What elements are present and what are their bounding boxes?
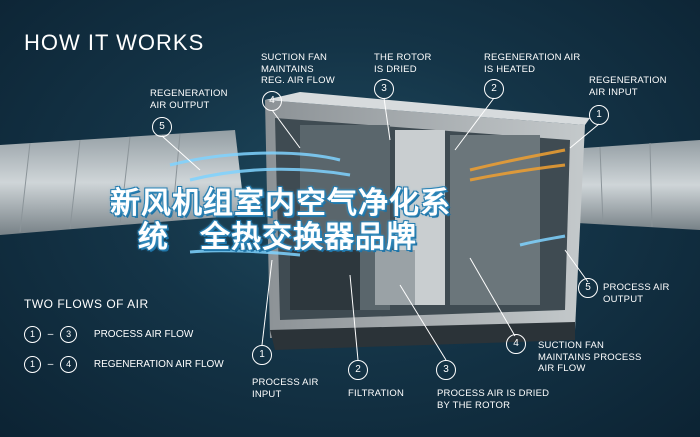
legend-from-circle: 1 — [24, 326, 41, 343]
callout-number-suction-fan-reg: 4 — [262, 91, 282, 111]
page-title: HOW IT WORKS — [24, 30, 205, 55]
legend-dash: – — [47, 359, 54, 370]
callout-number-process-air-dried: 3 — [436, 360, 456, 380]
callout-label-reg-air-output: REGENERATION AIR OUTPUT — [150, 88, 228, 111]
legend-row-process: 1 – 3 PROCESS AIR FLOW — [24, 326, 193, 343]
overlay-title-line2: 统 全热交换器品牌 — [138, 220, 417, 255]
legend-to-circle: 3 — [60, 326, 78, 343]
left-duct — [0, 130, 245, 235]
callout-label-suction-fan-process: SUCTION FAN MAINTAINS PROCESS AIR FLOW — [538, 340, 642, 374]
callout-number-reg-air-heated: 2 — [484, 79, 504, 99]
callout-label-process-air-input: PROCESS AIR INPUT — [252, 377, 319, 400]
legend-row-regeneration: 1 – 4 REGENERATION AIR FLOW — [24, 356, 224, 373]
callout-number-process-air-input: 1 — [252, 345, 272, 365]
callout-label-filtration: FILTRATION — [348, 388, 405, 399]
callout-number-process-air-output: 5 — [578, 278, 598, 298]
callout-number-rotor-dried: 3 — [374, 79, 394, 99]
legend-title: TWO FLOWS OF AIR — [24, 297, 149, 311]
callout-label-reg-air-heated: REGENERATION AIR IS HEATED — [484, 52, 581, 75]
overlay-title-line1: 新风机组室内空气净化系 — [110, 186, 451, 221]
pointer-lines — [161, 97, 600, 361]
callout-number-reg-air-output: 5 — [152, 117, 172, 137]
airflow-arrows — [169, 148, 566, 257]
callout-number-reg-air-input: 1 — [589, 105, 609, 125]
legend-dash: – — [47, 329, 54, 340]
right-duct — [555, 140, 700, 230]
callout-label-rotor-dried: THE ROTOR IS DRIED — [374, 52, 432, 75]
callout-label-reg-air-input: REGENERATION AIR INPUT — [589, 75, 667, 98]
legend-to-circle: 4 — [60, 356, 78, 373]
callout-label-process-air-output: PROCESS AIR OUTPUT — [603, 282, 670, 305]
callout-label-suction-fan-reg: SUCTION FAN MAINTAINS REG. AIR FLOW — [261, 52, 335, 86]
legend-from-circle: 1 — [24, 356, 41, 373]
callout-number-filtration: 2 — [348, 360, 368, 380]
legend-label: PROCESS AIR FLOW — [93, 329, 194, 340]
legend-label: REGENERATION AIR FLOW — [93, 359, 224, 370]
callout-label-process-air-dried: PROCESS AIR IS DRIED BY THE ROTOR — [437, 388, 550, 411]
callout-number-suction-fan-process: 4 — [506, 334, 526, 354]
